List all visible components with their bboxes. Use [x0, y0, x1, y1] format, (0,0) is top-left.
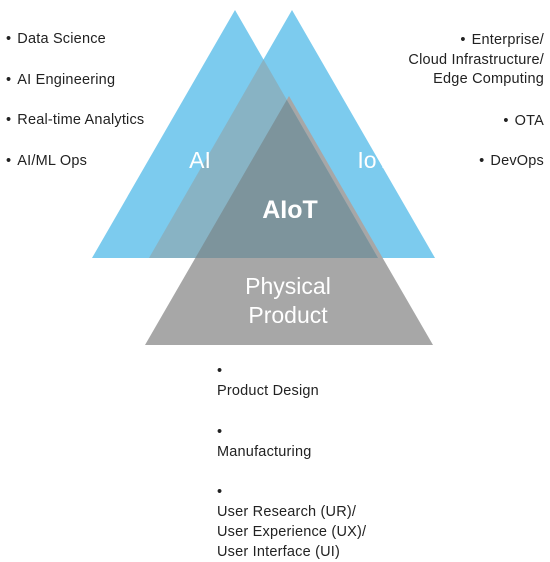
physical-product-label-line1: Physical — [245, 273, 331, 299]
product-item-line: Manufacturing — [217, 443, 312, 460]
iot-item-line: DevOps — [490, 153, 544, 169]
ai-capabilities-list: Data ScienceAI EngineeringReal-time Anal… — [6, 31, 144, 193]
iot-item-line: Edge Computing — [433, 71, 544, 87]
iot-item-line: Enterprise/ — [471, 32, 544, 48]
ai-label: AI — [189, 147, 211, 173]
iot-item: OTA — [408, 112, 544, 132]
product-item: Manufacturing — [217, 422, 366, 462]
aiot-triangle-diagram: AI IoT AIoT Physical Product — [92, 10, 435, 345]
ai-item: AI Engineering — [6, 72, 144, 113]
aiot-label: AIoT — [262, 196, 318, 224]
product-item-line: Product Design — [217, 383, 319, 399]
iot-item: Enterprise/Cloud Infrastructure/Edge Com… — [408, 31, 544, 90]
aiot-center-overlap — [149, 96, 378, 258]
ai-item: Real-time Analytics — [6, 112, 144, 153]
iot-item-line: Cloud Infrastructure/ — [408, 51, 544, 68]
iot-item-line: OTA — [514, 112, 544, 129]
iot-item: DevOps — [408, 152, 544, 172]
product-item-line: User Experience (UX)/ — [217, 524, 367, 540]
product-item: Product Design — [217, 361, 366, 401]
product-capabilities-list: Product DesignManufacturingUser Research… — [217, 361, 366, 562]
product-item-line: User Research (UR)/ — [217, 504, 357, 520]
product-item-line: User Interface (UI) — [217, 544, 341, 560]
iot-label: IoT — [357, 147, 390, 173]
ai-item: AI/ML Ops — [6, 153, 144, 194]
iot-capabilities-list: Enterprise/Cloud Infrastructure/Edge Com… — [408, 31, 544, 193]
product-item: User Research (UR)/ User Experience (UX)/… — [217, 482, 366, 562]
physical-product-label-line2: Product — [248, 302, 328, 328]
ai-item: Data Science — [6, 31, 144, 72]
